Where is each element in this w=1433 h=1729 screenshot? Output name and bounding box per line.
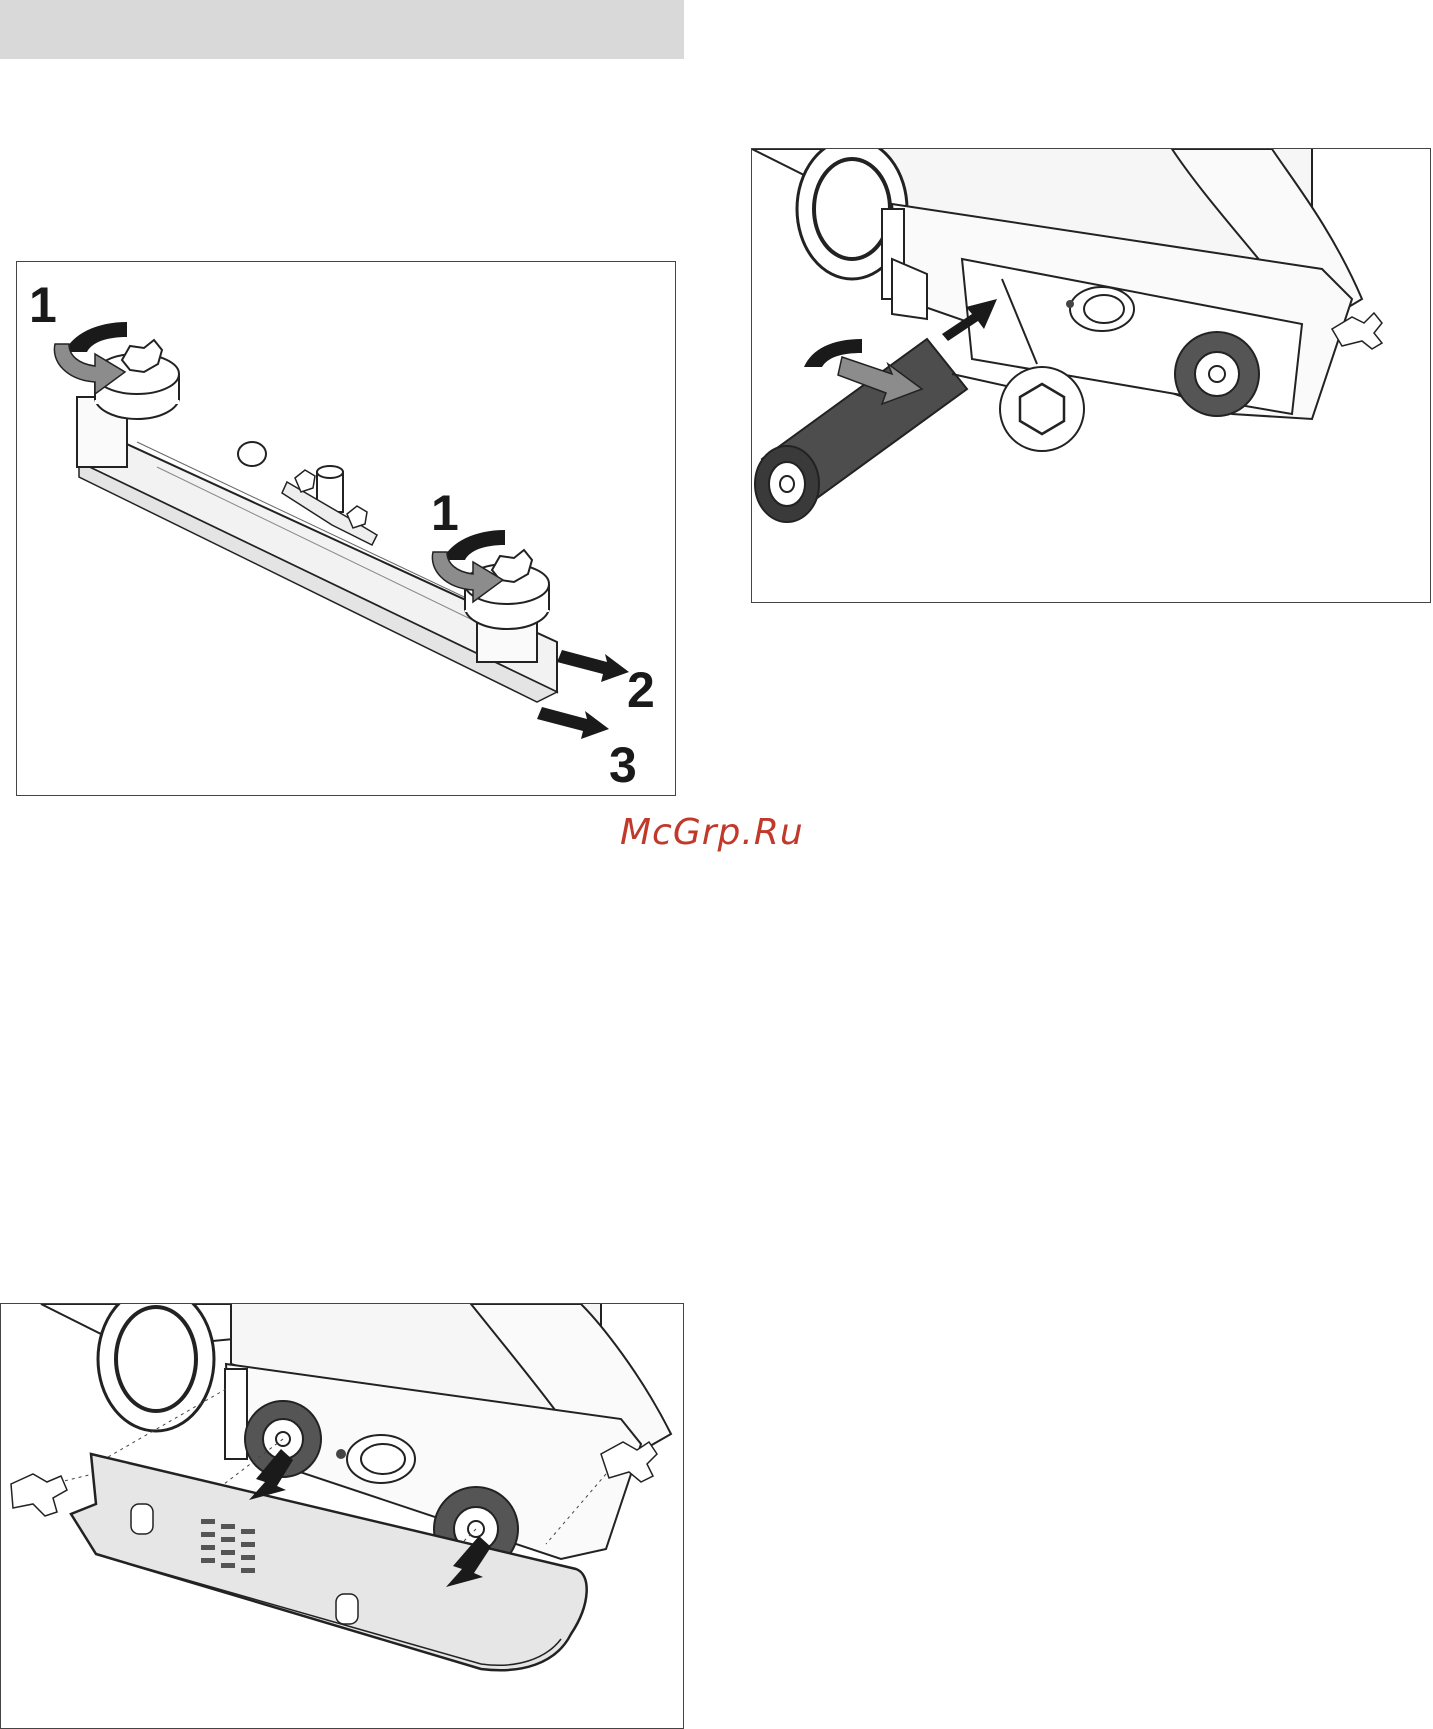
side-cover-illustration: [1, 1304, 684, 1729]
section-header-bar: [0, 0, 684, 59]
brush-roller-illustration: [752, 149, 1431, 603]
callout-3: 3: [609, 737, 637, 793]
figure-side-cover-removal: [0, 1303, 684, 1729]
callout-2: 2: [627, 662, 655, 718]
watermark-text: McGrp.Ru: [620, 812, 804, 853]
squeegee-illustration: 1 1 2 3: [17, 262, 676, 796]
callout-1-right: 1: [431, 485, 459, 541]
callout-1-left: 1: [29, 277, 57, 333]
figure-squeegee-removal: 1 1 2 3: [16, 261, 676, 796]
figure-brush-roller-removal: [751, 148, 1431, 603]
